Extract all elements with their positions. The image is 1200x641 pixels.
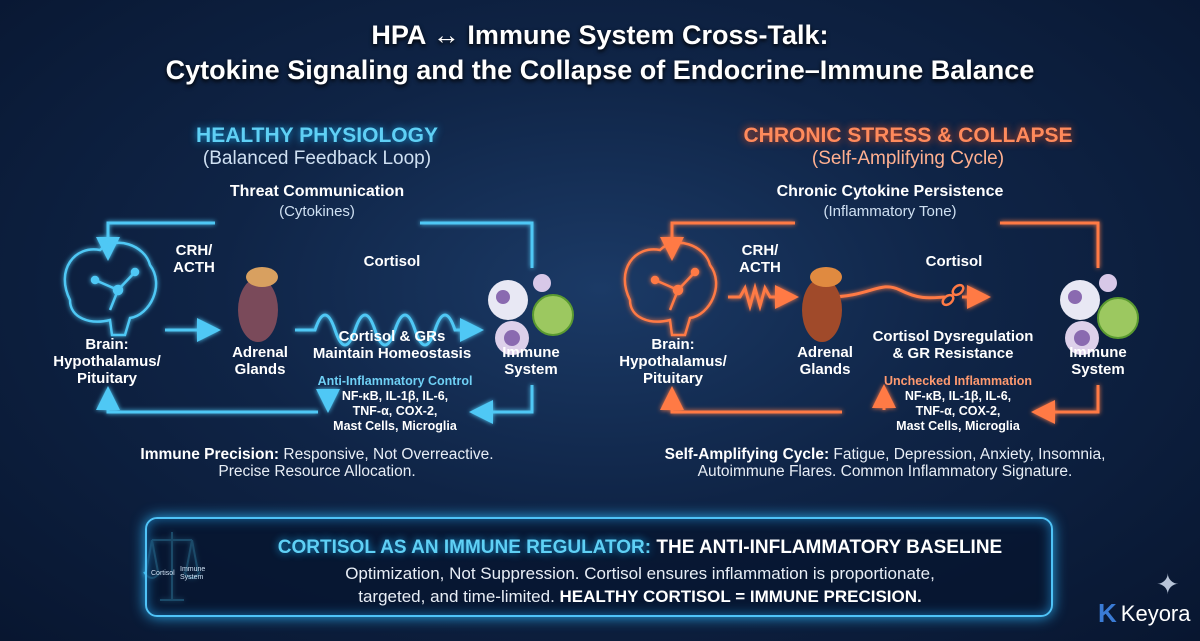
keyora-logo: K Keyora	[1098, 598, 1191, 629]
stress-control-label: Unchecked Inflammation	[884, 374, 1032, 388]
middle-line: Cortisol & GRs	[338, 328, 446, 345]
healthy-cortisol-label: Cortisol	[363, 253, 421, 270]
baseline-heading-rest: THE ANTI-INFLAMMATORY BASELINE	[651, 537, 1003, 558]
immune-line: Immune	[1069, 344, 1127, 361]
adrenal-gland-icon	[238, 267, 278, 342]
summary-rest: Responsive, Not Overreactive.	[279, 446, 494, 463]
immune-line: System	[1071, 360, 1125, 378]
stress-summary: Self-Amplifying Cycle: Fatigue, Depressi…	[665, 446, 1106, 481]
stress-middle-label: Cortisol Dysregulation& GR Resistance	[872, 328, 1034, 363]
acth-label: ACTH	[173, 258, 215, 276]
stress-subheading: (Self-Amplifying Cycle)	[811, 148, 1005, 169]
target-line: NF-κB, IL-1β, IL-6,	[341, 389, 449, 403]
scale-left-label: Cortisol	[151, 570, 175, 577]
logo-mark: K	[1098, 598, 1117, 628]
brain-icon	[63, 241, 158, 337]
brain-line: Hypothalamus/	[53, 352, 161, 370]
broken-link-icon	[941, 283, 965, 307]
stress-brain-label: Brain:Hypothalamus/Pituitary	[619, 336, 727, 387]
target-line: TNF-α, COX-2,	[915, 404, 1001, 418]
healthy-control-label: Anti-Inflammatory Control	[317, 374, 473, 388]
baseline-line-1: Optimization, Not Suppression. Cortisol …	[345, 564, 935, 583]
healthy-brain-label: Brain:Hypothalamus/Pituitary	[53, 336, 161, 387]
sparkle-icon: ✦	[1156, 569, 1180, 600]
crh-label: CRH/	[175, 242, 213, 259]
baseline-line2-plain: targeted, and time-limited.	[358, 587, 560, 606]
stress-cortisol-label: Cortisol	[925, 253, 983, 270]
acth-label: ACTH	[739, 258, 781, 276]
scale-right-label: Immune System	[180, 566, 206, 581]
middle-line: Cortisol Dysregulation	[872, 328, 1034, 345]
stress-heading: CHRONIC STRESS & COLLAPSE	[743, 124, 1073, 147]
baseline-panel	[145, 517, 1053, 617]
brain-line: Pituitary	[76, 369, 137, 387]
summary-rest: Fatigue, Depression, Anxiety, Insomnia,	[829, 446, 1106, 463]
healthy-crh-acth: CRH/ACTH	[173, 242, 215, 277]
healthy-top-loop-label: Threat Communication	[229, 183, 405, 200]
adrenal-line: Glands	[799, 360, 851, 378]
middle-line: & GR Resistance	[892, 344, 1014, 362]
adrenal-gland-stressed-icon	[802, 267, 842, 342]
summary-bold: Immune Precision:	[140, 446, 280, 463]
immune-cells-icon	[488, 274, 574, 355]
healthy-loop-arrows	[96, 221, 534, 424]
target-line: NF-κB, IL-1β, IL-6,	[904, 389, 1012, 403]
immune-line: Immune	[502, 344, 560, 361]
summary-line2: Precise Resource Allocation.	[218, 463, 416, 481]
stress-crh-acth: CRH/ACTH	[739, 242, 781, 277]
healthy-top-loop-sub: (Cytokines)	[279, 203, 355, 220]
healthy-targets: NF-κB, IL-1β, IL-6,TNF-α, COX-2,Mast Cel…	[333, 389, 457, 434]
logo-name: Keyora	[1120, 600, 1191, 626]
stress-targets: NF-κB, IL-1β, IL-6,TNF-α, COX-2,Mast Cel…	[896, 389, 1020, 434]
summary-line2: Autoimmune Flares. Common Inflammatory S…	[697, 463, 1073, 481]
stress-loop-arrows	[660, 221, 1100, 424]
brain-line: Hypothalamus/	[619, 352, 727, 370]
brain-line: Pituitary	[642, 369, 703, 387]
target-line: Mast Cells, Microglia	[333, 419, 457, 433]
summary-bold: Self-Amplifying Cycle:	[664, 446, 830, 463]
baseline-line-2: targeted, and time-limited. HEALTHY CORT…	[358, 587, 922, 606]
adrenal-line: Glands	[234, 360, 286, 378]
brain-line: Brain:	[85, 336, 129, 353]
main-title: HPA ↔ Immune System Cross-Talk: Cytokine…	[166, 18, 1035, 87]
title-line-2: Cytokine Signaling and the Collapse of E…	[165, 54, 1035, 85]
brain-line: Brain:	[651, 336, 695, 353]
baseline-heading: CORTISOL AS AN IMMUNE REGULATOR: THE ANT…	[278, 537, 1002, 558]
immune-cells-stressed-icon	[1060, 274, 1139, 355]
brain-stressed-icon	[623, 241, 718, 337]
baseline-heading-accent: CORTISOL AS AN IMMUNE REGULATOR:	[277, 537, 652, 558]
healthy-heading: HEALTHY PHYSIOLOGY	[196, 124, 438, 147]
target-line: Mast Cells, Microglia	[896, 419, 1020, 433]
adrenal-line: Adrenal	[797, 344, 853, 361]
crh-label: CRH/	[741, 242, 779, 259]
adrenal-line: Adrenal	[232, 344, 288, 361]
title-line-1: HPA ↔ Immune System Cross-Talk:	[371, 20, 829, 50]
stress-top-loop-label: Chronic Cytokine Persistence	[776, 183, 1004, 200]
baseline-line2-bold: HEALTHY CORTISOL = IMMUNE PRECISION.	[559, 587, 922, 606]
stress-top-loop-sub: (Inflammatory Tone)	[823, 203, 957, 220]
immune-line: System	[504, 360, 558, 378]
healthy-summary: Immune Precision: Responsive, Not Overre…	[140, 446, 493, 481]
target-line: TNF-α, COX-2,	[352, 404, 438, 418]
healthy-subheading: (Balanced Feedback Loop)	[202, 148, 432, 169]
middle-line: Maintain Homeostasis	[312, 344, 472, 362]
